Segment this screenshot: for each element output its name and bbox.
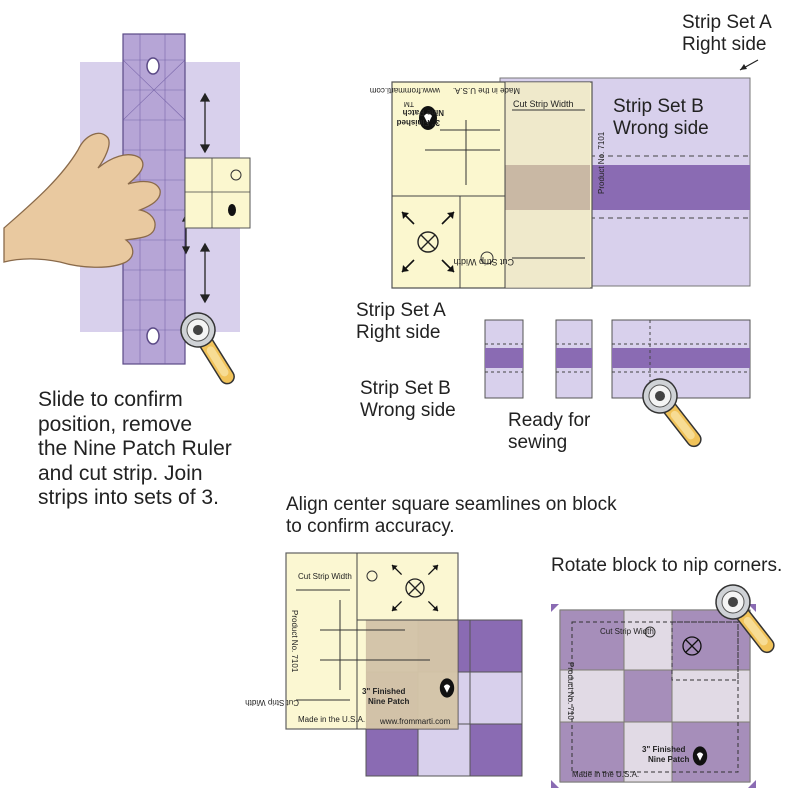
block-ruler-made-in: Made in the U.S.A. <box>298 715 365 724</box>
ruler-finished-2: Nine Patch <box>403 108 444 117</box>
label-line: Ready for <box>508 410 591 431</box>
hand-icon <box>3 132 161 268</box>
circle-x-icon <box>682 636 702 656</box>
block-ruler-product-no: Product No. 7101 <box>290 610 299 673</box>
ruler-made-in: Made in the U.S.A. <box>453 86 520 95</box>
slide-instruction: Slide to confirm position, remove the Ni… <box>38 388 232 511</box>
block-ruler-cut-strip-width: Cut Strip Width <box>298 572 352 581</box>
nipped-corners <box>551 604 756 788</box>
ruler-cut-strip-width: Cut Strip Width <box>513 99 574 109</box>
label-line: Wrong side <box>360 399 456 421</box>
ruler-finished-1: 3" Finished <box>397 118 440 127</box>
label-line: the Nine Patch Ruler <box>38 437 232 461</box>
label-line: Wrong side <box>613 117 709 139</box>
cut-strip-1 <box>484 319 524 399</box>
ruler-cut-strip-width-bottom: Cut Strip Width <box>453 257 514 267</box>
cut-strips-scene <box>484 319 751 457</box>
label-line: Strip Set A <box>356 300 446 321</box>
rot-ruler-made-in: Made in the U.S.A. <box>572 770 639 779</box>
nine-patch-block <box>365 619 523 777</box>
label-line: to confirm accuracy. <box>286 515 455 537</box>
circle-x-icon <box>230 169 242 181</box>
block-ruler-finished-1: 3" Finished <box>362 687 405 696</box>
align-block-scene: Cut Strip Width Cut Strip Width Made in … <box>245 552 523 777</box>
rotate-instruction: Rotate block to nip corners. <box>551 555 782 577</box>
label-line: Right side <box>682 33 767 55</box>
nine-patch-block-rotated <box>559 609 751 783</box>
cut-strip-2 <box>555 319 593 399</box>
label-top-strip-set-b: Strip Set B Wrong side <box>613 96 709 140</box>
label-mid-strip-set-a: Strip Set A Right side <box>356 300 446 344</box>
label-ready-for-sewing: Ready for sewing <box>508 410 590 454</box>
label-line: Slide to confirm <box>38 388 183 411</box>
block-ruler-finished-2: Nine Patch <box>368 697 409 706</box>
label-line: Strip Set B <box>360 378 451 399</box>
ruler-website: www.frommarti.com <box>369 86 441 95</box>
ruler-tm: TM <box>404 100 414 107</box>
label-top-strip-set-a: Strip Set A Right side <box>682 12 772 56</box>
label-line: position, remove <box>38 412 193 436</box>
label-line: Align center square seamlines on block <box>286 494 617 515</box>
circle-x-icon <box>417 231 439 253</box>
label-line: sewing <box>508 431 568 453</box>
label-line: strips into sets of 3. <box>38 486 219 510</box>
heart-hand-logo <box>228 204 236 216</box>
circle-x-icon <box>405 578 425 598</box>
rot-ruler-finished-2: Nine Patch <box>648 755 689 764</box>
block-ruler-cut-strip-width-bottom: Cut Strip Width <box>245 698 299 707</box>
block-ruler-website: www.frommarti.com <box>379 717 451 726</box>
heart-hand-logo <box>439 678 455 698</box>
label-mid-strip-set-b: Strip Set B Wrong side <box>360 378 456 422</box>
long-ruler-scene <box>3 33 251 393</box>
label-line: Rotate block to nip corners. <box>551 555 783 576</box>
cut-strip-3 <box>611 319 751 399</box>
rot-ruler-cut-strip-width: Cut Strip Width <box>600 627 654 636</box>
label-line: Strip Set B <box>613 96 704 117</box>
label-line: Strip Set A <box>682 12 772 33</box>
rot-ruler-finished-1: 3" Finished <box>642 745 685 754</box>
label-line: and cut strip. Join <box>38 461 203 485</box>
align-instruction: Align center square seamlines on block t… <box>286 494 617 538</box>
strip-set-scene: Cut Strip Width Cut Strip Width www.from… <box>369 59 759 289</box>
ruler-overlay <box>560 610 750 782</box>
heart-hand-logo <box>692 746 708 766</box>
rot-ruler-product-no: Product No. 710 <box>566 662 575 720</box>
ruler-product-no: Product No. 7101 <box>597 131 606 194</box>
rotate-block-scene: Cut Strip Width Made in the U.S.A. 3" Fi… <box>551 577 786 788</box>
small-nine-patch-ruler <box>184 157 251 229</box>
label-line: Right side <box>356 321 441 343</box>
